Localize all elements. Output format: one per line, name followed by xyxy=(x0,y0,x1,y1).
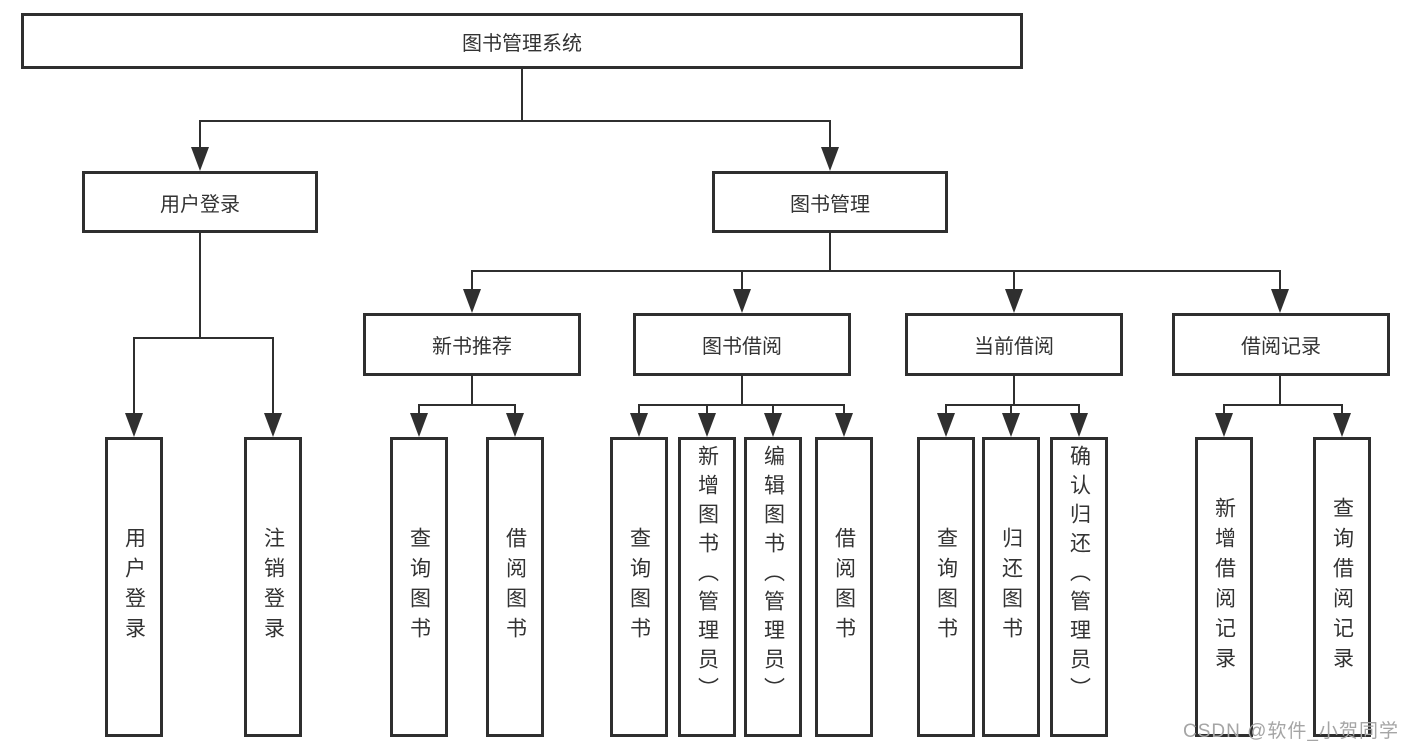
arrowhead-down-icon xyxy=(1333,413,1351,437)
connector-group-rail xyxy=(1223,404,1343,406)
leaf-confirm-return-admin: 确认归还（管理员） xyxy=(1050,437,1108,737)
leaf-return-books: 归还图书 xyxy=(982,437,1040,737)
node-book-borrowing: 图书借阅 xyxy=(633,313,851,376)
arrowhead-down-icon xyxy=(1070,413,1088,437)
connector-leaf-drop xyxy=(1078,404,1080,414)
node-current-borrowing: 当前借阅 xyxy=(905,313,1123,376)
leaf-query-books: 查询图书 xyxy=(917,437,975,737)
arrowhead-down-icon xyxy=(835,413,853,437)
leaf-label: 新增借阅记录 xyxy=(1212,497,1236,677)
leaf-label: 借阅图书 xyxy=(832,527,856,647)
node-label: 当前借阅 xyxy=(974,336,1054,358)
node-label: 借阅记录 xyxy=(1241,336,1321,358)
connector-leaf-drop xyxy=(706,404,708,414)
connector-level3-drop xyxy=(471,270,473,289)
connector-leaf-drop xyxy=(514,404,516,414)
node-label: 用户登录 xyxy=(160,193,240,216)
connector-leaf-drop xyxy=(272,337,274,413)
connector-group-rail xyxy=(418,404,516,406)
node-library-management-system: 图书管理系统 xyxy=(21,13,1023,69)
node-label: 图书管理 xyxy=(790,193,870,216)
leaf-add-borrow-record: 新增借阅记录 xyxy=(1195,437,1253,737)
connector-leaf-drop xyxy=(1223,404,1225,414)
connector-leaf-drop xyxy=(843,404,845,414)
leaf-query-borrow-record: 查询借阅记录 xyxy=(1313,437,1371,737)
connector-leaf-drop xyxy=(945,404,947,414)
node-new-book-recommend: 新书推荐 xyxy=(363,313,581,376)
arrowhead-down-icon xyxy=(698,413,716,437)
leaf-label: 查询图书 xyxy=(627,527,651,647)
node-user-login: 用户登录 xyxy=(82,171,318,233)
node-borrowing-records: 借阅记录 xyxy=(1172,313,1390,376)
leaf-add-books-admin: 新增图书（管理员） xyxy=(678,437,736,737)
arrowhead-down-icon xyxy=(125,413,143,437)
arrowhead-down-icon xyxy=(1005,289,1023,313)
leaf-label: 编辑图书（管理员） xyxy=(761,445,785,706)
arrowhead-down-icon xyxy=(764,413,782,437)
leaf-borrow-books: 借阅图书 xyxy=(815,437,873,737)
leaf-label: 注销登录 xyxy=(261,527,285,647)
connector-group-stem xyxy=(741,376,743,406)
node-label: 图书借阅 xyxy=(702,336,782,358)
leaf-label: 归还图书 xyxy=(999,527,1023,647)
leaf-label: 确认归还（管理员） xyxy=(1067,445,1091,706)
connector-user-login-drop xyxy=(199,120,201,149)
leaf-label: 新增图书（管理员） xyxy=(695,445,719,706)
connector-book-mgmt-drop xyxy=(829,120,831,149)
arrowhead-down-icon xyxy=(821,147,839,171)
connector-leaf-drop xyxy=(772,404,774,414)
leaf-borrow-books: 借阅图书 xyxy=(486,437,544,737)
connector-root-stem xyxy=(521,69,523,122)
connector-level2-rail xyxy=(199,120,831,122)
connector-leaf-drop xyxy=(638,404,640,414)
arrowhead-down-icon xyxy=(733,289,751,313)
connector-group-stem xyxy=(471,376,473,406)
leaf-logout: 注销登录 xyxy=(244,437,302,737)
leaf-query-books: 查询图书 xyxy=(390,437,448,737)
arrowhead-down-icon xyxy=(463,289,481,313)
arrowhead-down-icon xyxy=(1002,413,1020,437)
connector-book-mgmt-stem xyxy=(829,233,831,272)
connector-leaf-drop xyxy=(133,337,135,413)
connector-level3-drop xyxy=(741,270,743,289)
connector-group-stem xyxy=(1013,376,1015,406)
connector-user-login-stem xyxy=(199,233,201,339)
leaf-user-login: 用户登录 xyxy=(105,437,163,737)
arrowhead-down-icon xyxy=(630,413,648,437)
csdn-watermark: CSDN @软件_小贺同学 xyxy=(1183,721,1399,742)
connector-level3-rail xyxy=(471,270,1281,272)
arrowhead-down-icon xyxy=(506,413,524,437)
arrowhead-down-icon xyxy=(264,413,282,437)
connector-level3-drop xyxy=(1013,270,1015,289)
leaf-label: 查询图书 xyxy=(934,527,958,647)
connector-leaf-drop xyxy=(418,404,420,414)
arrowhead-down-icon xyxy=(191,147,209,171)
leaf-query-books: 查询图书 xyxy=(610,437,668,737)
arrowhead-down-icon xyxy=(410,413,428,437)
arrowhead-down-icon xyxy=(1215,413,1233,437)
node-label: 新书推荐 xyxy=(432,336,512,358)
connector-group-stem xyxy=(1279,376,1281,406)
connector-group-rail xyxy=(945,404,1080,406)
arrowhead-down-icon xyxy=(1271,289,1289,313)
arrowhead-down-icon xyxy=(937,413,955,437)
connector-leaf-drop xyxy=(1341,404,1343,414)
connector-leaf-drop xyxy=(1010,404,1012,414)
connector-group-rail xyxy=(638,404,845,406)
connector-level3-drop xyxy=(1279,270,1281,289)
leaf-label: 借阅图书 xyxy=(503,527,527,647)
leaf-label: 查询图书 xyxy=(407,527,431,647)
connector-user-login-rail xyxy=(133,337,274,339)
leaf-edit-books-admin: 编辑图书（管理员） xyxy=(744,437,802,737)
leaf-label: 查询借阅记录 xyxy=(1330,497,1354,677)
leaf-label: 用户登录 xyxy=(122,527,146,647)
node-book-management: 图书管理 xyxy=(712,171,948,233)
node-label: 图书管理系统 xyxy=(462,32,582,55)
